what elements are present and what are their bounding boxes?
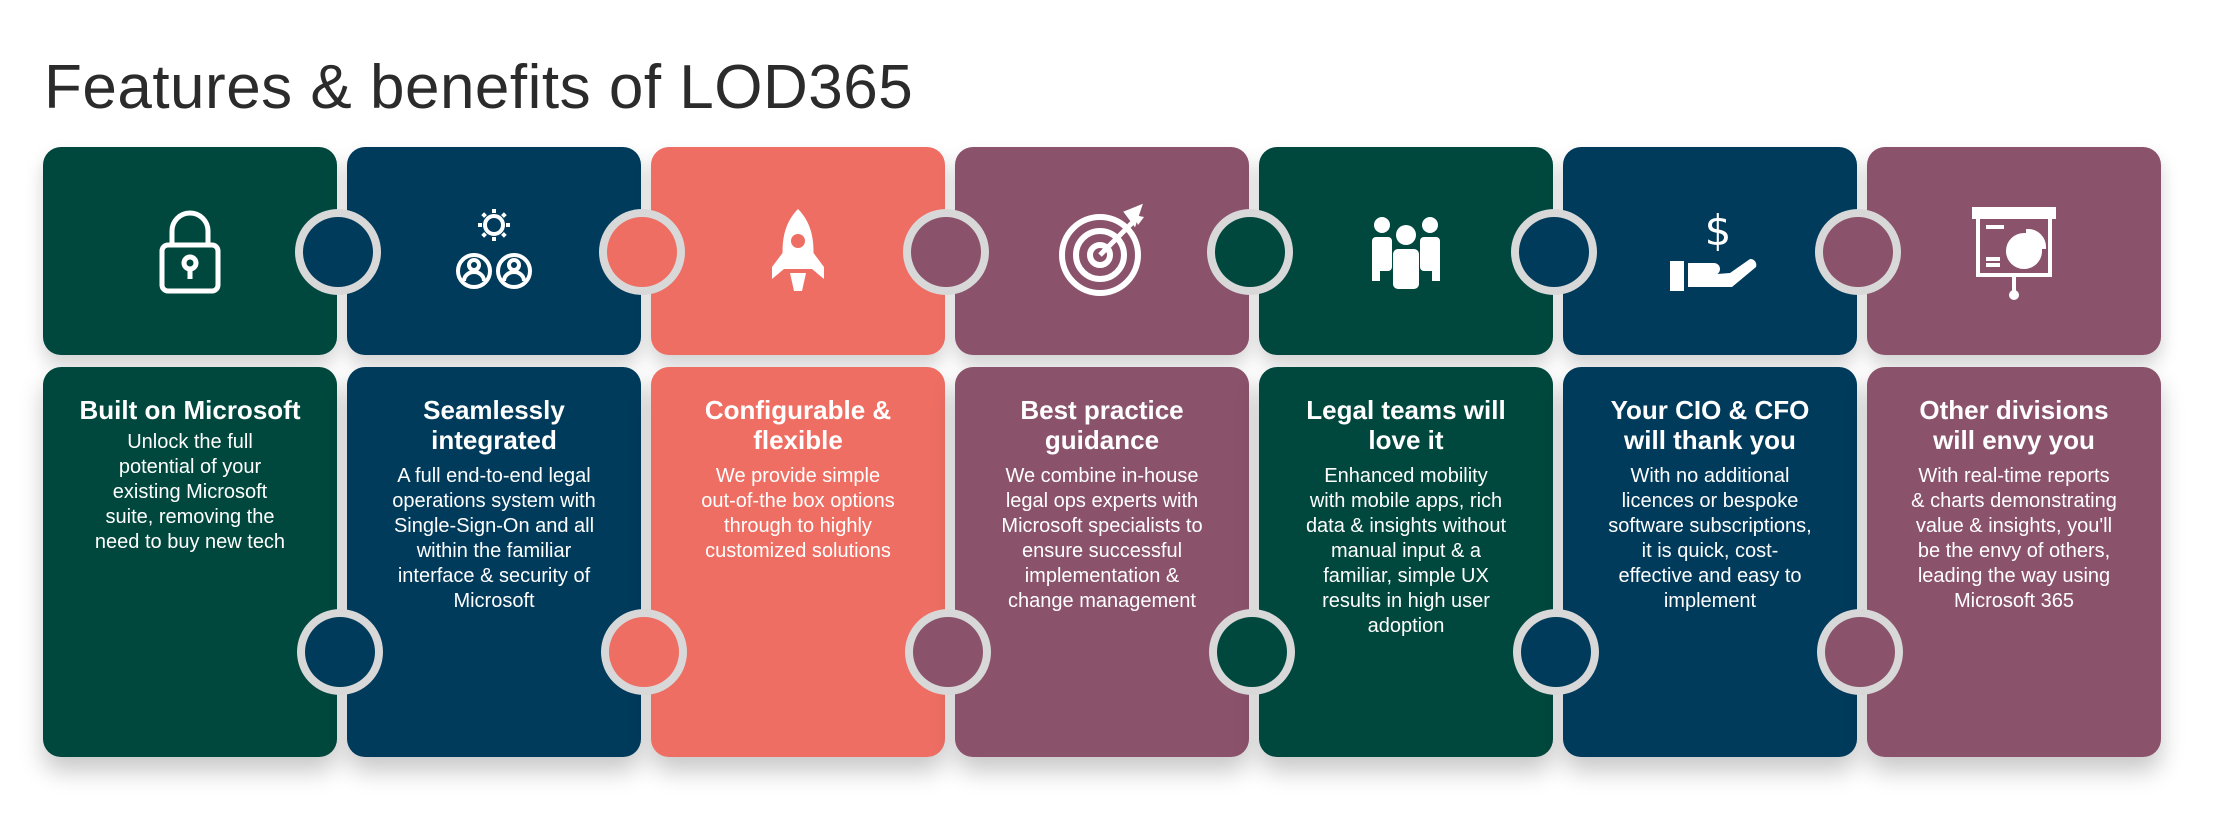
feature-icon-tile	[1563, 147, 1857, 355]
feature-description: Unlock the full potential of your existing…	[57, 430, 323, 555]
feature-description-line: be the envy of others,	[1917, 540, 2111, 562]
feature-description-line: through to highly	[724, 515, 872, 537]
feature-column: Legal teams will love it Enhanced mobilit…	[1259, 147, 1591, 757]
feature-heading: Seamlessly integrated	[423, 395, 565, 455]
feature-description-line: value & insights, you'll	[1915, 515, 2113, 537]
feature-description: Enhanced mobility with mobile apps, rich d…	[1273, 464, 1539, 639]
puzzle-connector	[303, 217, 373, 287]
feature-heading: Legal teams will love it	[1306, 395, 1506, 455]
svg-text:$: $	[1705, 206, 1732, 255]
feature-description-line: A full end-to-end legal	[397, 465, 591, 487]
feature-description-line: customized solutions	[705, 540, 891, 562]
feature-heading: Best practice guidance	[1020, 395, 1184, 455]
feature-description-line: With no additional	[1630, 465, 1790, 487]
target-icon	[1052, 201, 1152, 301]
feature-description: We combine in-house legal ops experts wit…	[969, 464, 1235, 614]
puzzle-connector	[609, 617, 679, 687]
feature-description-line: implementation &	[1024, 565, 1180, 587]
feature-description-line: & charts demonstrating	[1911, 490, 2117, 512]
feature-description-line: licences or bespoke	[1621, 490, 1799, 512]
feature-description-line: Microsoft	[453, 590, 535, 612]
feature-description-line: out-of-the box options	[701, 490, 895, 512]
feature-description-line: implement	[1663, 590, 1757, 612]
feature-text-tile	[347, 367, 641, 757]
feature-description-line: potential of your	[118, 456, 262, 478]
feature-description-line: manual input & a	[1330, 540, 1482, 562]
feature-description-line: suite, removing the	[105, 506, 275, 528]
feature-description-line: Microsoft 365	[1953, 590, 2075, 612]
feature-description: With no additional licences or bespoke sof…	[1577, 464, 1843, 614]
puzzle-connector	[1825, 617, 1895, 687]
feature-description-line: it is quick, cost-	[1641, 540, 1779, 562]
feature-description-line: With real-time reports	[1918, 465, 2110, 487]
feature-description-line: interface & security of	[397, 565, 591, 587]
rocket-icon	[748, 201, 848, 301]
feature-heading: Built on Microsoft	[79, 395, 301, 425]
feature-column: Seamlessly integrated A full end-to-end l…	[347, 147, 679, 757]
feature-description-line: results in high user	[1322, 590, 1490, 612]
feature-text-tile	[43, 367, 337, 757]
feature-description-line: legal ops experts with	[1005, 490, 1199, 512]
page-title: Features & benefits of LOD365	[44, 53, 914, 122]
puzzle-connector	[1215, 217, 1285, 287]
users-gear-icon	[444, 201, 544, 301]
feature-text-tile	[651, 367, 945, 757]
feature-description-line: Single-Sign-On and all	[393, 515, 595, 537]
team-icon	[1356, 201, 1456, 301]
feature-description-line: operations system with	[392, 490, 596, 512]
feature-description-line: ensure successful	[1021, 540, 1183, 562]
feature-description-line: existing Microsoft	[112, 481, 268, 503]
feature-description-line: Unlock the full	[127, 431, 253, 453]
feature-description-line: leading the way using	[1917, 565, 2111, 587]
feature-description: We provide simple out-of-the box options t…	[665, 464, 931, 564]
feature-column: Configurable & flexible We provide simple…	[651, 147, 983, 757]
feature-description-line: adoption	[1367, 615, 1445, 637]
feature-description-line: Microsoft specialists to	[1001, 515, 1203, 537]
feature-heading: Configurable & flexible	[704, 395, 892, 455]
feature-text-tile	[1259, 367, 1553, 757]
hand-dollar-icon: $	[1660, 201, 1760, 301]
feature-description-line: data & insights without	[1305, 515, 1507, 537]
puzzle-connector	[1519, 217, 1589, 287]
feature-description-line: We combine in-house	[1005, 465, 1199, 487]
feature-description: A full end-to-end legal operations system…	[361, 464, 627, 614]
feature-heading: Other divisions will envy you	[1919, 395, 2109, 455]
feature-column: Best practice guidance We combine in-hous…	[955, 147, 1287, 757]
puzzle-connector	[911, 217, 981, 287]
feature-description-line: Enhanced mobility	[1324, 465, 1488, 487]
feature-description-line: need to buy new tech	[94, 531, 286, 553]
puzzle-connector	[1217, 617, 1287, 687]
puzzle-connector	[305, 617, 375, 687]
puzzle-connector	[913, 617, 983, 687]
feature-description-line: software subscriptions,	[1608, 515, 1812, 537]
feature-description-line: We provide simple	[715, 465, 881, 487]
feature-description-line: change management	[1008, 590, 1196, 612]
feature-icon-tile	[347, 147, 641, 355]
puzzle-connector	[1823, 217, 1893, 287]
feature-text-tile	[1867, 367, 2161, 757]
presentation-chart-icon	[1964, 201, 2064, 301]
feature-icon-tile	[43, 147, 337, 355]
feature-description-line: familiar, simple UX	[1323, 565, 1489, 587]
puzzle-connector	[1521, 617, 1591, 687]
feature-description: With real-time reports & charts demonstra…	[1881, 464, 2147, 614]
feature-text-tile	[955, 367, 1249, 757]
feature-text-tile	[1563, 367, 1857, 757]
puzzle-connector	[607, 217, 677, 287]
feature-heading: Your CIO & CFO will thank you	[1610, 395, 1810, 455]
feature-description-line: within the familiar	[416, 540, 572, 562]
feature-description-line: with mobile apps, rich	[1309, 490, 1503, 512]
feature-description-line: effective and easy to	[1618, 565, 1802, 587]
lock-icon	[140, 201, 240, 301]
